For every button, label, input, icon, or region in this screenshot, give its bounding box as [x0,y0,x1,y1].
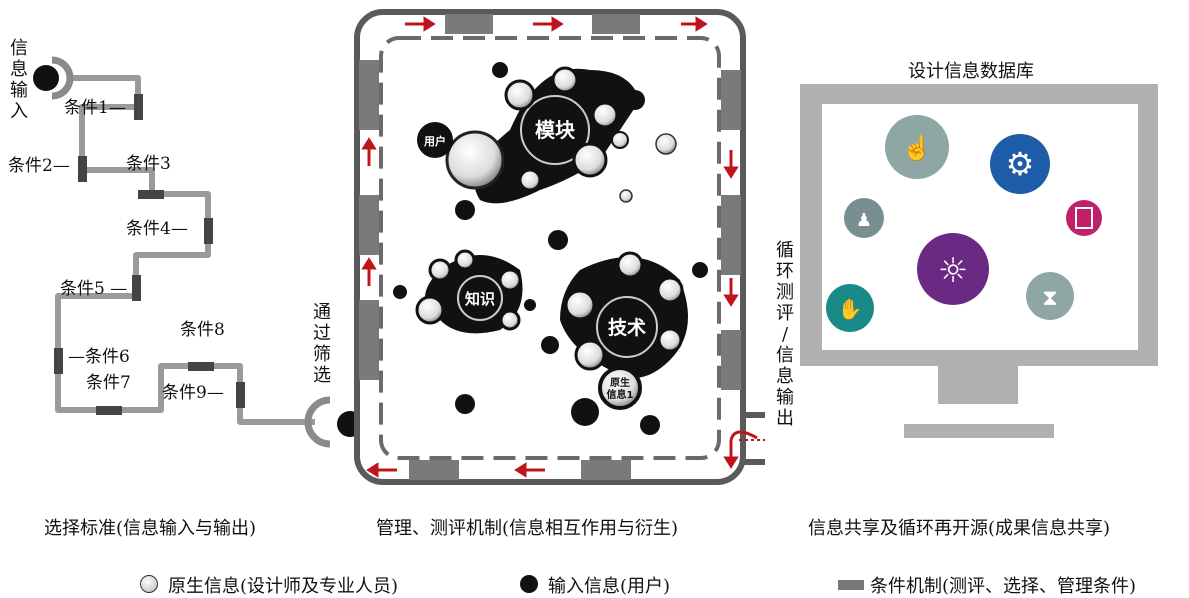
knowledge-cluster: 知识 [393,249,536,334]
condition-label-8: 条件8 [180,320,225,340]
svg-text:用户: 用户 [424,134,446,148]
condition-marker-2 [78,156,87,182]
condition-marker-8 [188,362,214,371]
condition-label-1: 条件1— [64,98,126,118]
condition-label-9: 条件9— [162,383,224,403]
input-socket [51,56,74,100]
condition-label-7: 条件7 [86,373,131,393]
condition-marker-7 [96,406,122,415]
native-info-1 [598,366,642,410]
condition-marker-4 [204,218,213,244]
left-caption: 选择标准(信息输入与输出) [44,518,257,539]
person-globe-icon: ♟ [844,198,884,238]
condition-label-3: 条件3 [126,154,171,174]
native-info-bubble [655,133,677,155]
lightbulb-person-icon: ☼ [917,233,989,305]
svg-text:原生: 原生 [610,376,630,389]
svg-text:✋: ✋ [838,297,863,321]
filter-socket [304,396,331,448]
svg-text:♟: ♟ [856,210,872,231]
selection-path [33,56,360,448]
condition-label-5: 条件5 — [60,279,128,299]
input-dot [33,65,59,91]
hourglass-icon: ⧗ [1026,272,1074,320]
flow-arrows [361,16,758,478]
condition-label-4: 条件4— [126,219,188,239]
condition-marker-1 [134,94,143,120]
condition-marker-9 [236,382,245,408]
svg-text:☼: ☼ [938,251,968,291]
condition-marker-5 [132,275,141,301]
input-info-legend-icon [520,575,538,593]
steps-icon: ☝ [885,115,949,179]
input-info-dot [455,394,475,414]
management-frame [354,9,765,485]
native-info-legend: 原生信息(设计师及专业人员) [168,576,399,597]
input-label: 信息 输入 [10,38,28,122]
filter-label: 通过 筛选 [313,302,331,386]
technology-cluster: 技术 原生 信息1 [541,251,708,435]
svg-text:⚙: ⚙ [1006,145,1035,183]
module-cluster: 模块 用户 [417,62,645,220]
svg-text:信息1: 信息1 [607,388,634,401]
svg-text:知识: 知识 [465,290,495,308]
svg-text:⧗: ⧗ [1042,286,1057,311]
condition-legend-icon [838,580,864,590]
info-clusters: 模块 用户 知识 [393,62,708,435]
svg-text:☝: ☝ [902,133,932,162]
gear-icon: ⚙ [990,134,1050,194]
condition-label-6: —条件6 [68,347,130,367]
native-info-legend-icon [140,575,158,593]
condition-label-2: 条件2— [8,156,70,176]
middle-caption: 管理、测评机制(信息相互作用与衍生) [376,518,679,539]
monitor: ☝ ⚙ ♟ ☼ ✋ ⧗ [800,84,1158,438]
native-info-bubble [619,189,633,203]
condition-legend: 条件机制(测评、选择、管理条件) [870,576,1137,597]
database-title: 设计信息数据库 [908,61,1034,82]
svg-text:技术: 技术 [608,316,646,339]
right-caption: 信息共享及循环再开源(成果信息共享) [808,518,1111,539]
svg-text:模块: 模块 [535,118,576,142]
handshake-icon: ✋ [826,284,874,332]
chart-icon [1066,200,1102,236]
input-info-dot [548,230,568,250]
input-info-legend: 输入信息(用户) [548,576,671,597]
condition-marker-6 [54,348,63,374]
cycle-label: 循环 测评 /信 息输 出 [776,240,794,429]
condition-marker-3 [138,190,164,199]
